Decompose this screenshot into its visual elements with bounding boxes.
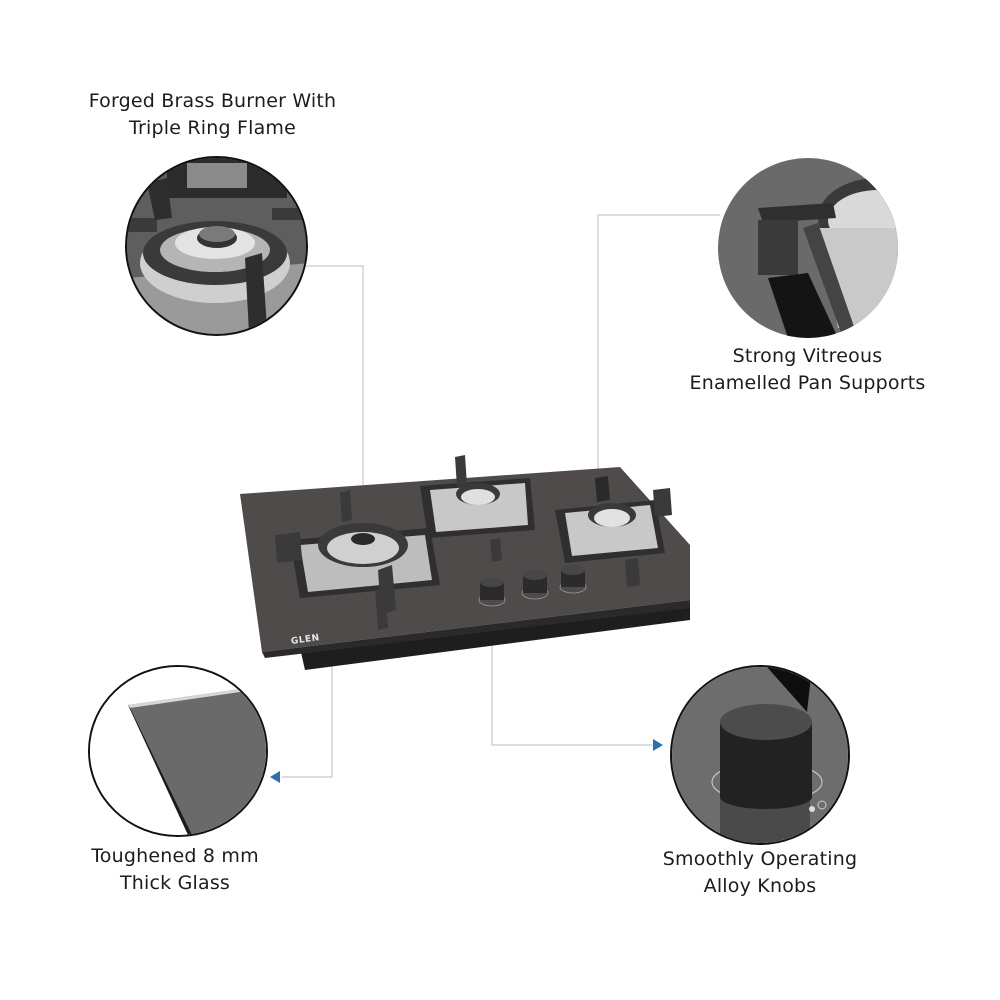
gas-hob-illustration [240,455,690,670]
caption-line: Thick Glass [119,872,231,894]
glass-closeup-image [88,665,268,837]
glass-edge-illustration [90,667,266,835]
caption-line: Smoothly Operating [662,848,858,870]
feature-caption-glass: Toughened 8 mm Thick Glass [60,843,290,897]
caption-line: Triple Ring Flame [128,117,297,139]
pan-support-closeup-illustration [718,158,898,338]
feature-caption-pan-supports: Strong Vitreous Enamelled Pan Supports [655,343,960,397]
caption-line: Toughened 8 mm [91,845,259,867]
caption-line: Alloy Knobs [703,875,817,897]
burner-closeup-image [125,156,308,336]
caption-line: Enamelled Pan Supports [689,372,926,394]
knobs [478,565,587,607]
caption-line: Forged Brass Burner With [88,90,337,112]
caption-line: Strong Vitreous [732,345,883,367]
knob-closeup-illustration [672,667,848,843]
knob-closeup-image [670,665,850,845]
feature-caption-knobs: Smoothly Operating Alloy Knobs [635,846,885,900]
pan-support-closeup-image [718,158,898,338]
burner-closeup-illustration [127,158,306,334]
feature-caption-burner: Forged Brass Burner With Triple Ring Fla… [60,88,365,142]
gas-hob-product-image [240,455,690,680]
